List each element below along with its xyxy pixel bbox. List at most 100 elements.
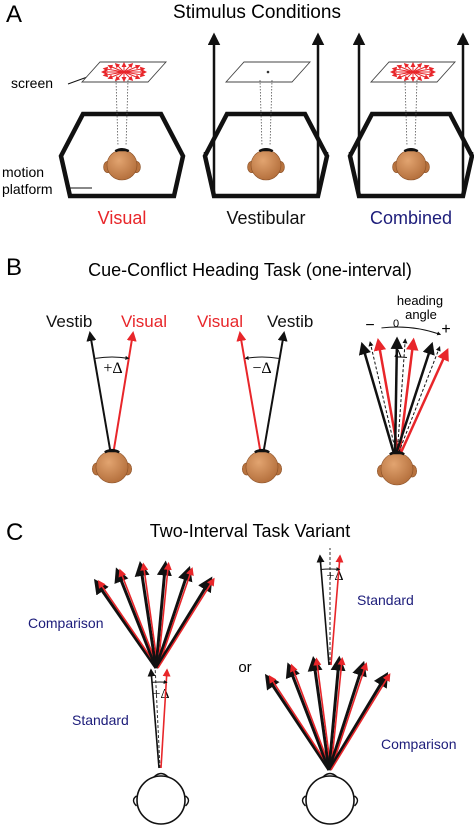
- label-screen: screen: [11, 75, 53, 91]
- b3-delta: Δ: [394, 346, 402, 360]
- c1-standard-visual-arrow: [160, 668, 171, 769]
- b3-visual-arrow: [397, 347, 449, 458]
- b3-vestib-arrow: [390, 336, 404, 458]
- panel-c-letter: C: [6, 519, 23, 546]
- c2-comparison-vestib-arrow: [285, 662, 331, 771]
- c1-comparison-visual-arrow: [118, 568, 159, 669]
- b2-head-icon: [242, 448, 282, 484]
- fixation-dot: [266, 70, 270, 74]
- c1-comparison-vestib-arrow: [134, 561, 158, 669]
- label-motion: motion: [2, 164, 44, 180]
- panel-a-title: Stimulus Conditions: [173, 2, 341, 23]
- nose-icon: [322, 772, 338, 778]
- c2-plus-delta: +Δ: [327, 569, 344, 584]
- b2-visual-label: Visual: [197, 312, 243, 331]
- panel-c-drawing: [93, 548, 391, 825]
- panel-b-letter: B: [6, 254, 22, 281]
- c2-head-icon: [301, 772, 359, 825]
- sight-line: [259, 79, 263, 147]
- sight-line: [125, 79, 129, 147]
- optic-flow-ray: [123, 62, 134, 73]
- optic-flow-ray: [114, 62, 125, 73]
- optic-flow-ray: [391, 71, 414, 78]
- sight-line: [404, 79, 408, 147]
- c2-comparison-visual-arrow: [290, 663, 332, 771]
- optic-flow-ray: [403, 71, 414, 82]
- platform-unit: [202, 32, 330, 199]
- b1-delta-arc: [95, 355, 130, 360]
- optic-flow-ray: [396, 64, 414, 73]
- c1-comparison-vestib-arrow: [114, 567, 158, 669]
- c1-comparison-visual-arrow: [157, 577, 215, 669]
- optic-flow-ray: [123, 71, 141, 80]
- optic-flow-ray: [123, 71, 134, 82]
- optic-flow-ray: [102, 71, 125, 78]
- nose-icon: [104, 448, 120, 454]
- b2-vestib-label: Vestib: [267, 312, 313, 331]
- c2-comparison-visual-arrow: [330, 656, 346, 771]
- head-outline-icon: [136, 775, 186, 825]
- platform-unit: [58, 61, 186, 199]
- c1-head-icon: [132, 772, 190, 825]
- b3-heading-dashed-arrow: [396, 346, 441, 458]
- condition-vestibular: Vestibular: [226, 208, 305, 228]
- ear-icon: [301, 795, 307, 807]
- condition-visual: Visual: [98, 208, 147, 228]
- heading-plus-label: +: [441, 321, 450, 338]
- optic-flow-ray: [412, 71, 435, 78]
- condition-combined: Combined: [370, 208, 452, 228]
- head-outline-icon: [305, 775, 355, 825]
- c2-group: [264, 548, 391, 825]
- c2-comparison-visual-arrow: [313, 657, 332, 771]
- motion-platform-icon: [58, 111, 186, 199]
- sight-line: [269, 79, 273, 147]
- sight-line: [414, 79, 418, 147]
- c2-comparison-visual-arrow: [268, 674, 332, 771]
- optic-flow-ray: [391, 66, 414, 73]
- nose-icon: [258, 148, 274, 153]
- panel-c-title: Two-Interval Task Variant: [150, 521, 350, 541]
- heading-minus-label: −: [365, 317, 374, 334]
- optic-flow-ray: [412, 71, 423, 82]
- ear-icon: [132, 795, 138, 807]
- nose-icon: [114, 148, 130, 153]
- observer-head-icon: [392, 148, 430, 181]
- optic-flow-ray: [412, 66, 435, 73]
- b2-delta-arc: [244, 355, 279, 360]
- c2-comparison-vestib-arrow: [307, 655, 331, 771]
- b1-visual-label: Visual: [121, 312, 167, 331]
- b2-visual-arrow: [236, 331, 262, 456]
- optic-flow-ray: [412, 62, 423, 73]
- optic-flow-ray: [123, 71, 146, 78]
- optic-flow-ray: [412, 71, 430, 80]
- b1-vestib-arrow: [86, 331, 112, 456]
- b1-plus-delta: +Δ: [103, 360, 122, 377]
- sight-line: [115, 79, 119, 147]
- or-label: or: [238, 659, 251, 676]
- heading-angle-arc: [381, 326, 442, 336]
- platform-unit: [347, 32, 474, 199]
- panel-a-letter: A: [6, 1, 22, 28]
- c1-comparison-vestib-arrow: [93, 578, 158, 669]
- b1-head-icon: [92, 448, 132, 484]
- platform-group: [58, 32, 474, 199]
- heading-zero-label: 0: [393, 318, 399, 330]
- head-icon: [245, 450, 279, 484]
- panel-b-title: Cue-Conflict Heading Task (one-interval): [88, 260, 412, 280]
- observer-head-icon: [247, 148, 285, 181]
- nose-icon: [153, 772, 169, 778]
- c1-comparison-visual-arrow: [140, 562, 159, 669]
- b3-vestib-arrow: [358, 341, 397, 458]
- b2-minus-delta: −Δ: [252, 360, 271, 377]
- optic-flow-ray: [102, 66, 125, 73]
- b1-group: [86, 331, 137, 484]
- c1-plus-delta: +Δ: [153, 687, 170, 702]
- optic-flow-ray: [403, 62, 414, 73]
- c1-comparison-vestib-arrow: [154, 565, 193, 669]
- head-icon: [95, 450, 129, 484]
- ear-icon: [184, 795, 190, 807]
- b3-vestib-arrow: [393, 341, 435, 458]
- angle-label: angle: [405, 307, 437, 322]
- c1-comparison-visual-arrow: [157, 561, 172, 669]
